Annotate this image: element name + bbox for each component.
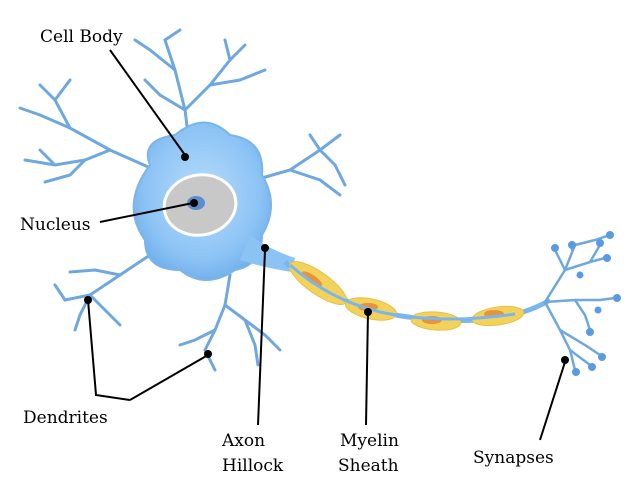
synaptic-terminals <box>551 231 621 376</box>
dendrites-label: Dendrites <box>23 408 108 428</box>
axon-hillock-label-line2: Hillock <box>222 456 284 476</box>
axon-hillock-label-line1: Axon <box>221 431 265 451</box>
myelin-sheath-label-line2: Sheath <box>338 456 399 476</box>
nucleus-label: Nucleus <box>20 215 91 235</box>
myelin-sheath-label-line1: Myelin <box>340 431 399 451</box>
myelin-sheath <box>284 254 525 331</box>
cell-body-label: Cell Body <box>40 27 123 47</box>
synapses-label: Synapses <box>473 448 554 468</box>
